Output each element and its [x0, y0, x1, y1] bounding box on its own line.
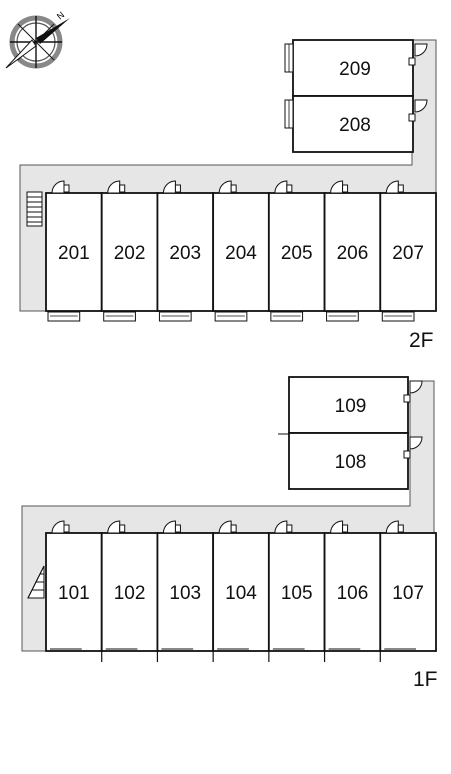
unit-number-204: 204 [225, 243, 257, 264]
door-icon [330, 520, 349, 534]
unit-number-107: 107 [392, 583, 424, 604]
unit-203: 203 [156, 180, 215, 322]
balcony-105 [268, 648, 305, 662]
door-icon [51, 520, 70, 534]
unit-206: 206 [323, 180, 382, 322]
door-icon [218, 180, 237, 194]
floor-1: 101 102 103 104 105 106 107 109 108 1F [21, 376, 438, 691]
balcony-205 [270, 311, 304, 322]
unit-number-103: 103 [169, 583, 201, 604]
unit-204: 204 [212, 180, 270, 322]
unit-108: 108 [288, 432, 423, 490]
unit-209: 209 [284, 39, 428, 97]
unit-105: 105 [267, 520, 326, 662]
door-icon [162, 180, 181, 194]
floor-2: 201 202 203 204 205 206 207 209 208 2F [19, 39, 437, 352]
door-icon [385, 520, 404, 534]
unit-number-205: 205 [281, 243, 313, 264]
unit-208: 208 [284, 95, 428, 153]
balcony-202 [103, 311, 136, 322]
door-icon [274, 520, 293, 534]
unit-107: 107 [379, 520, 437, 662]
unit-number-209: 209 [339, 59, 371, 80]
floor-label-2f: 2F [409, 329, 434, 352]
balcony-201 [47, 311, 81, 322]
door-icon [403, 380, 423, 403]
balcony-102 [101, 648, 138, 662]
balcony-107 [379, 648, 416, 662]
unit-number-105: 105 [281, 583, 313, 604]
floor-1-stairs [27, 565, 45, 599]
unit-number-101: 101 [58, 583, 90, 604]
door-icon [162, 520, 181, 534]
balcony-204 [214, 311, 248, 322]
unit-102: 102 [100, 520, 159, 662]
unit-number-102: 102 [114, 583, 146, 604]
unit-number-206: 206 [337, 243, 369, 264]
unit-number-201: 201 [58, 243, 90, 264]
unit-202: 202 [100, 180, 159, 322]
balcony-207 [381, 311, 415, 322]
door-icon [51, 180, 70, 194]
door-icon [107, 180, 126, 194]
unit-205: 205 [267, 180, 326, 322]
door-icon [218, 520, 237, 534]
unit-number-109: 109 [335, 396, 367, 417]
balcony-104 [212, 648, 249, 662]
door-icon [385, 180, 404, 194]
floor-2-stairs [26, 191, 43, 227]
unit-number-106: 106 [337, 583, 369, 604]
door-icon [107, 520, 126, 534]
door-icon [408, 43, 428, 66]
unit-106: 106 [323, 520, 382, 662]
floor-label-1f: 1F [413, 668, 438, 691]
unit-number-207: 207 [392, 243, 424, 264]
compass-icon: N [5, 10, 70, 69]
door-icon [330, 180, 349, 194]
unit-number-202: 202 [114, 243, 146, 264]
balcony-103 [156, 648, 194, 662]
door-icon [274, 180, 293, 194]
balcony-206 [326, 311, 359, 322]
unit-number-208: 208 [339, 115, 371, 136]
unit-number-203: 203 [169, 243, 201, 264]
balcony-203 [158, 311, 192, 322]
door-icon [403, 436, 423, 459]
unit-number-104: 104 [225, 583, 257, 604]
balcony-106 [323, 648, 361, 662]
unit-103: 103 [156, 520, 215, 662]
unit-207: 207 [379, 180, 437, 322]
unit-201: 201 [45, 180, 103, 322]
unit-109: 109 [288, 376, 423, 434]
compass-north-marker: N [55, 10, 66, 22]
unit-number-108: 108 [335, 452, 367, 473]
unit-101: 101 [45, 520, 103, 652]
door-icon [408, 99, 428, 122]
unit-104: 104 [212, 520, 270, 662]
